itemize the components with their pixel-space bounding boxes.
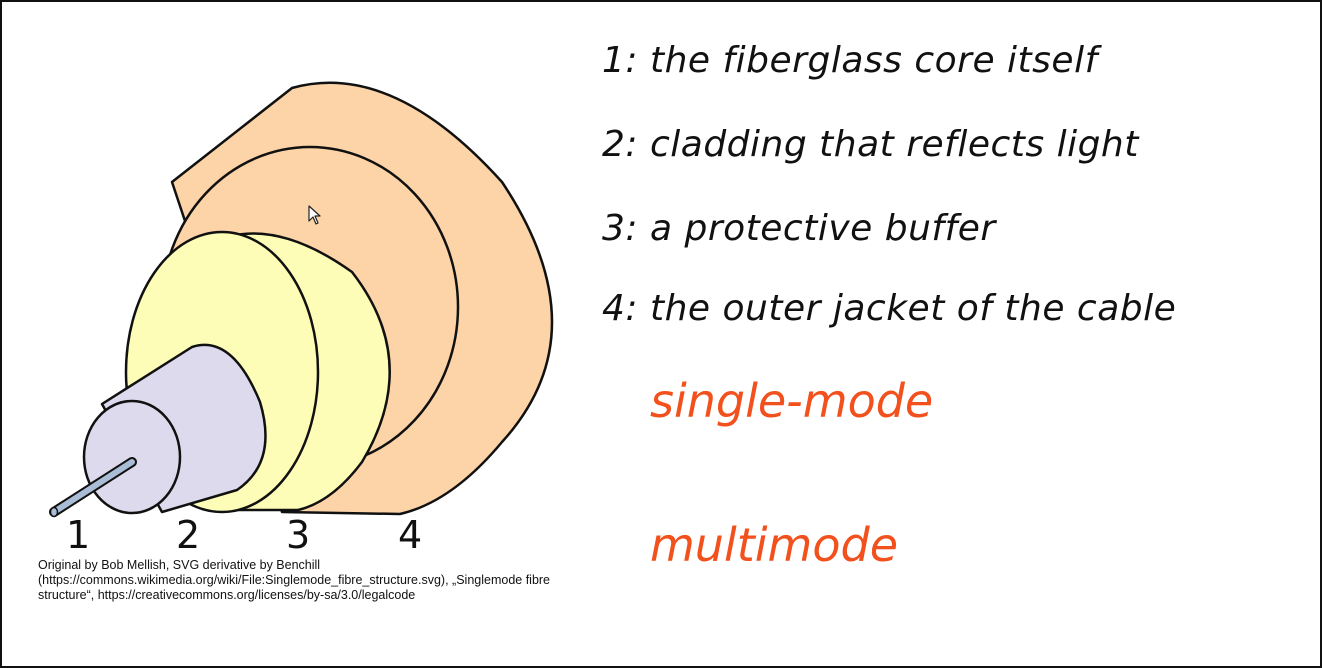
label-number-1: 1 bbox=[66, 513, 91, 557]
fibre-structure-diagram bbox=[49, 81, 554, 518]
label-number-4: 4 bbox=[398, 513, 423, 557]
mode-multimode: multimode bbox=[650, 518, 899, 572]
core-fibre bbox=[49, 457, 137, 518]
cladding-layer bbox=[82, 343, 267, 515]
label-number-2: 2 bbox=[176, 513, 201, 557]
legend-item-buffer: 3: a protective buffer bbox=[602, 208, 996, 249]
legend-item-core: 1: the fiberglass core itself bbox=[602, 40, 1098, 81]
label-number-3: 3 bbox=[286, 513, 311, 557]
image-credit: Original by Bob Mellish, SVG derivative … bbox=[38, 558, 551, 602]
legend-item-cladding: 2: cladding that reflects light bbox=[602, 124, 1139, 165]
legend-item-jacket: 4: the outer jacket of the cable bbox=[602, 288, 1177, 329]
mode-single-mode: single-mode bbox=[650, 374, 934, 428]
mouse-pointer-icon bbox=[308, 205, 321, 225]
